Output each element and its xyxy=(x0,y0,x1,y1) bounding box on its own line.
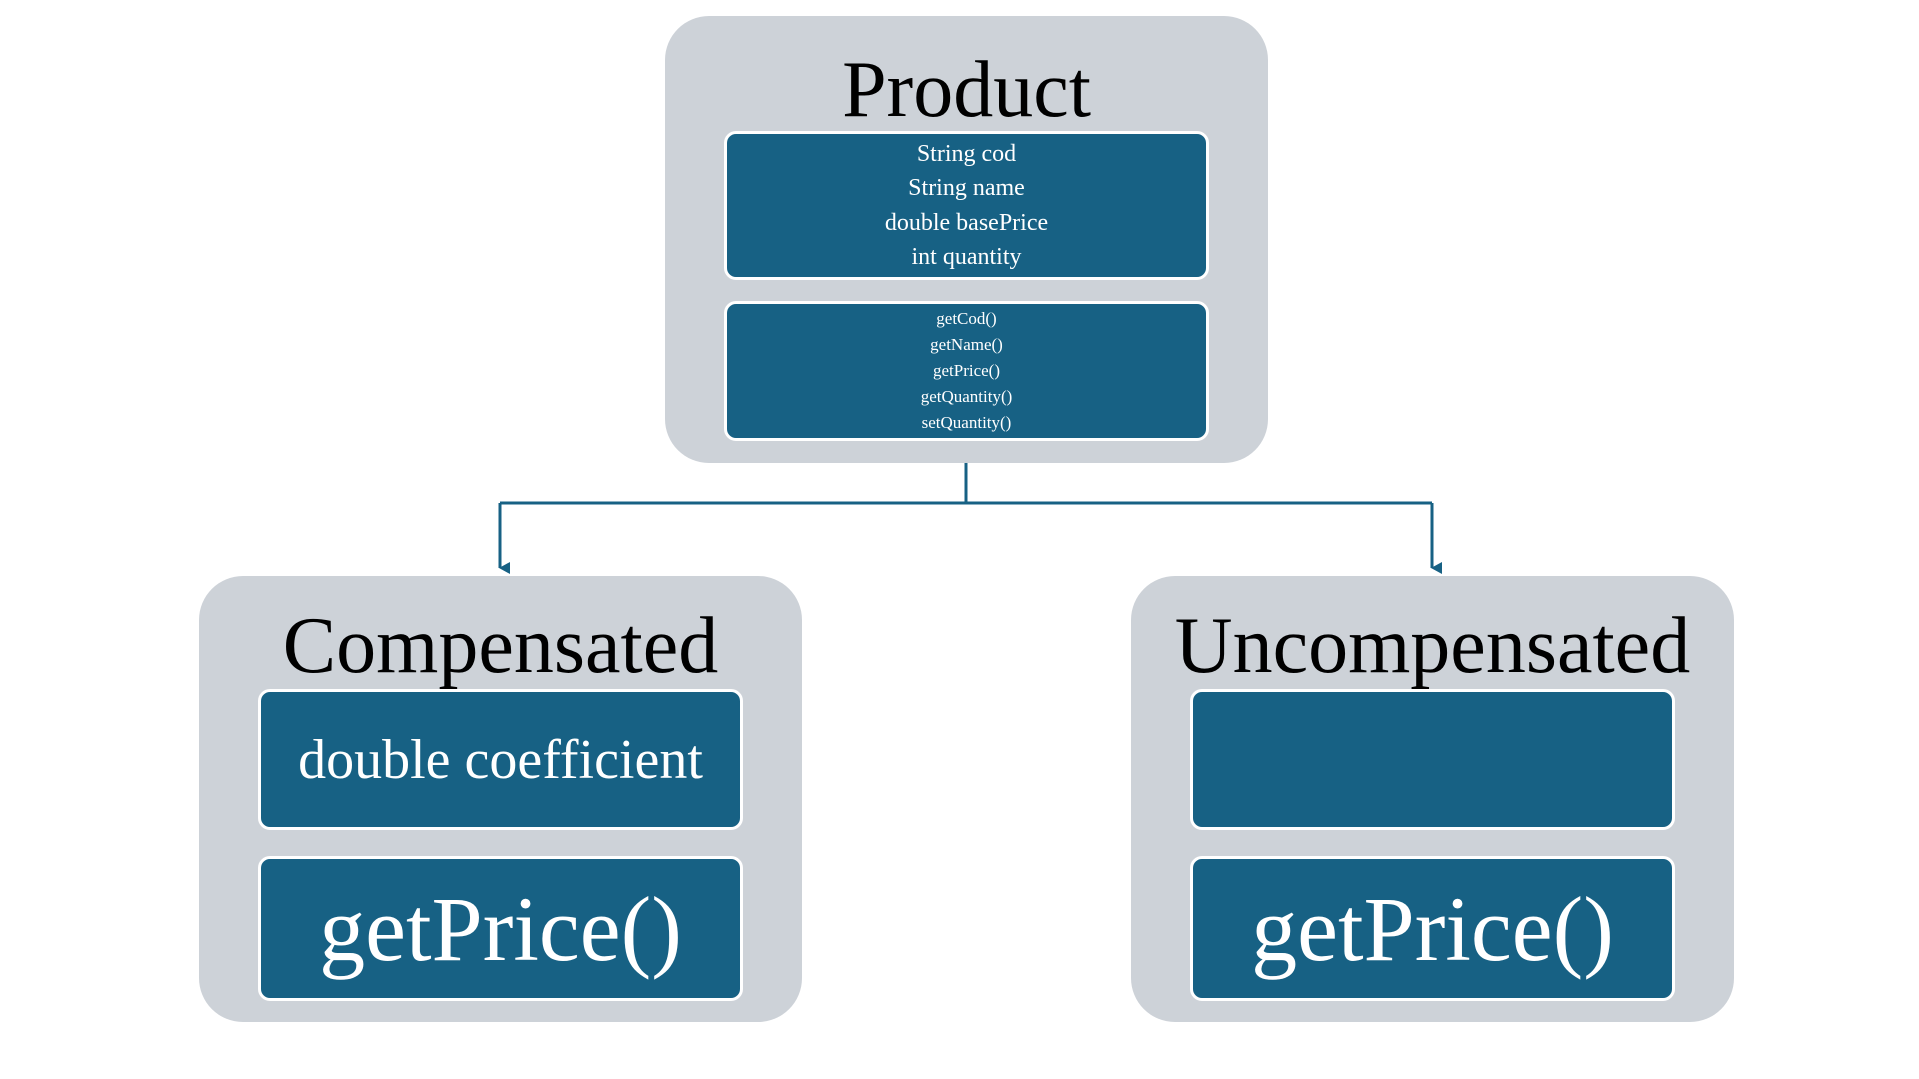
class-title-product: Product xyxy=(842,46,1091,134)
attribute-item: double basePrice xyxy=(884,209,1049,236)
attribute-item: double coefficient xyxy=(298,728,703,791)
methods-uncompensated: getPrice() xyxy=(1190,856,1675,1001)
attributes-product: String cod String name double basePrice … xyxy=(724,131,1209,280)
attribute-item: String name xyxy=(908,175,1025,201)
method-item: getName() xyxy=(930,335,1003,354)
attribute-item: int quantity xyxy=(911,244,1022,270)
method-item: getPrice() xyxy=(319,877,682,980)
method-item: getPrice() xyxy=(1251,877,1614,980)
methods-product: getCod() getName() getPrice() getQuantit… xyxy=(724,301,1209,441)
class-compensated: Compensated double coefficient getPrice(… xyxy=(199,576,802,1022)
method-item: getCod() xyxy=(936,309,997,328)
attributes-uncompensated-empty xyxy=(1190,689,1675,830)
method-item: setQuantity() xyxy=(921,413,1012,432)
methods-compensated: getPrice() xyxy=(258,856,743,1001)
method-item: getPrice() xyxy=(932,361,1001,380)
class-title-uncompensated: Uncompensated xyxy=(1174,602,1691,690)
class-uncompensated: Uncompensated getPrice() xyxy=(1131,576,1734,1022)
attributes-compensated: double coefficient xyxy=(258,689,743,830)
class-product: Product String cod String name double ba… xyxy=(665,16,1268,463)
class-title-compensated: Compensated xyxy=(282,602,719,690)
attribute-item: String cod xyxy=(916,140,1017,167)
method-item: getQuantity() xyxy=(920,387,1013,406)
